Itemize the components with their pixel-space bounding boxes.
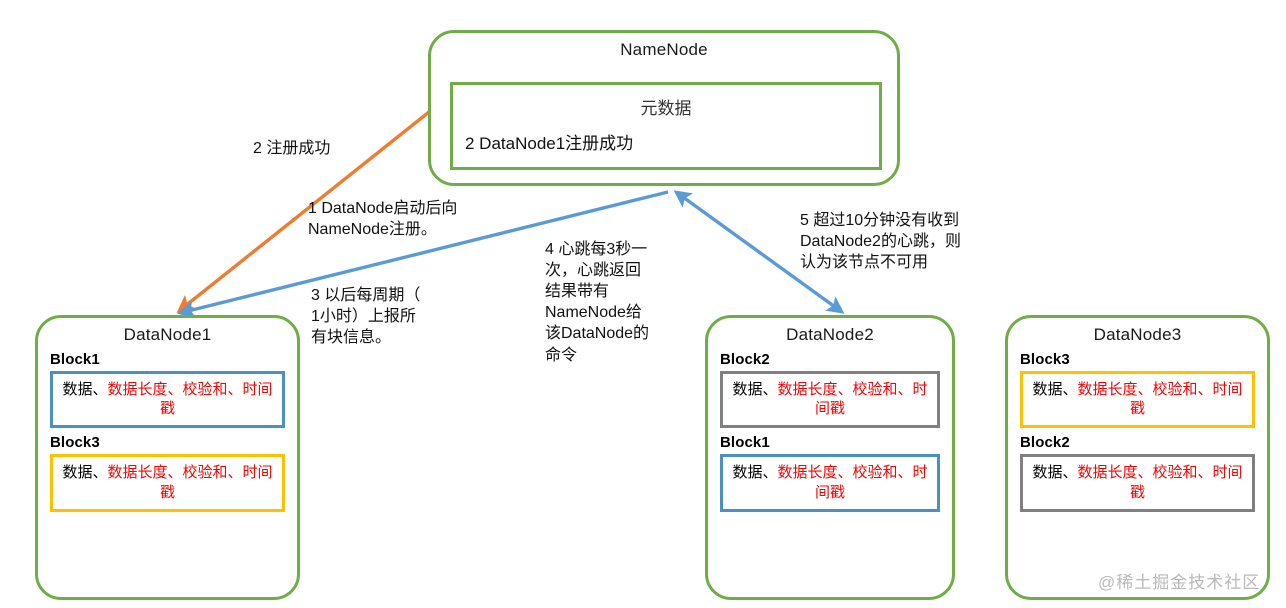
datanode1-block-1-box: 数据、数据长度、校验和、时间戳 bbox=[50, 454, 285, 512]
block-text-red: 数据长度、校验和、时间戳 bbox=[1077, 464, 1243, 501]
namenode-metadata-box: 元数据 2 DataNode1注册成功 bbox=[450, 82, 882, 170]
datanode2-title: DataNode2 bbox=[786, 325, 874, 344]
datanode1-block-0-label: Block1 bbox=[50, 351, 100, 368]
datanode2-blocks: Block2 数据、数据长度、校验和、时间戳 Block1 数据、数据长度、校验… bbox=[708, 351, 952, 512]
datanode3-block-0-label: Block3 bbox=[1020, 351, 1070, 368]
block-text-red: 数据长度、校验和、时间戳 bbox=[777, 381, 928, 418]
block-text-black: 数据、 bbox=[732, 464, 778, 482]
annotation-3-block-report: 3 以后每周期（ 1小时）上报所 有块信息。 bbox=[311, 287, 421, 347]
annotation-2-register-success: 2 注册成功 bbox=[253, 140, 331, 157]
datanode1-box[interactable]: DataNode1 Block1 数据、数据长度、校验和、时间戳 Block3 … bbox=[35, 315, 300, 600]
block-text-red: 数据长度、校验和、时间戳 bbox=[107, 464, 273, 501]
metadata-title: 元数据 bbox=[640, 99, 692, 118]
datanode3-box[interactable]: DataNode3 Block3 数据、数据长度、校验和、时间戳 Block2 … bbox=[1005, 315, 1270, 600]
datanode2-block-0-box: 数据、数据长度、校验和、时间戳 bbox=[720, 371, 940, 429]
datanode2-block-0-label: Block2 bbox=[720, 351, 770, 368]
datanode3-title: DataNode3 bbox=[1093, 325, 1182, 344]
datanode2-block-1-label: Block1 bbox=[720, 434, 770, 452]
block-text-black: 数据、 bbox=[1032, 464, 1078, 482]
block-text-black: 数据、 bbox=[62, 464, 108, 482]
datanode1-block-1-label: Block3 bbox=[50, 434, 100, 452]
datanode3-block-1-box: 数据、数据长度、校验和、时间戳 bbox=[1020, 454, 1255, 512]
annotation-1-datanode-register: 1 DataNode启动后向 NameNode注册。 bbox=[308, 200, 458, 239]
block-text-black: 数据、 bbox=[732, 381, 778, 398]
block-text-black: 数据、 bbox=[62, 381, 108, 398]
annotation-5-timeout: 5 超过10分钟没有收到 DataNode2的心跳，则 认为该节点不可用 bbox=[800, 212, 961, 272]
block-text-red: 数据长度、校验和、时间戳 bbox=[107, 381, 273, 418]
datanode1-title: DataNode1 bbox=[123, 325, 212, 344]
annotation-4-heartbeat: 4 心跳每3秒一 次，心跳返回 结果带有 NameNode给 该DataNode… bbox=[545, 241, 650, 364]
metadata-entry: 2 DataNode1注册成功 bbox=[465, 134, 634, 153]
datanode3-block-0-box: 数据、数据长度、校验和、时间戳 bbox=[1020, 371, 1255, 429]
namenode-title: NameNode bbox=[620, 40, 708, 59]
block-text-red: 数据长度、校验和、时间戳 bbox=[777, 464, 928, 501]
datanode1-block-0-box: 数据、数据长度、校验和、时间戳 bbox=[50, 371, 285, 429]
datanode3-blocks: Block3 数据、数据长度、校验和、时间戳 Block2 数据、数据长度、校验… bbox=[1008, 351, 1267, 512]
datanode2-block-1-box: 数据、数据长度、校验和、时间戳 bbox=[720, 454, 940, 512]
datanode1-blocks: Block1 数据、数据长度、校验和、时间戳 Block3 数据、数据长度、校验… bbox=[38, 351, 297, 512]
datanode2-box[interactable]: DataNode2 Block2 数据、数据长度、校验和、时间戳 Block1 … bbox=[705, 315, 955, 600]
block-text-red: 数据长度、校验和、时间戳 bbox=[1077, 381, 1243, 418]
watermark-label: @稀土掘金技术社区 bbox=[1098, 573, 1261, 592]
block-text-black: 数据、 bbox=[1032, 381, 1078, 398]
datanode3-block-1-label: Block2 bbox=[1020, 434, 1070, 452]
